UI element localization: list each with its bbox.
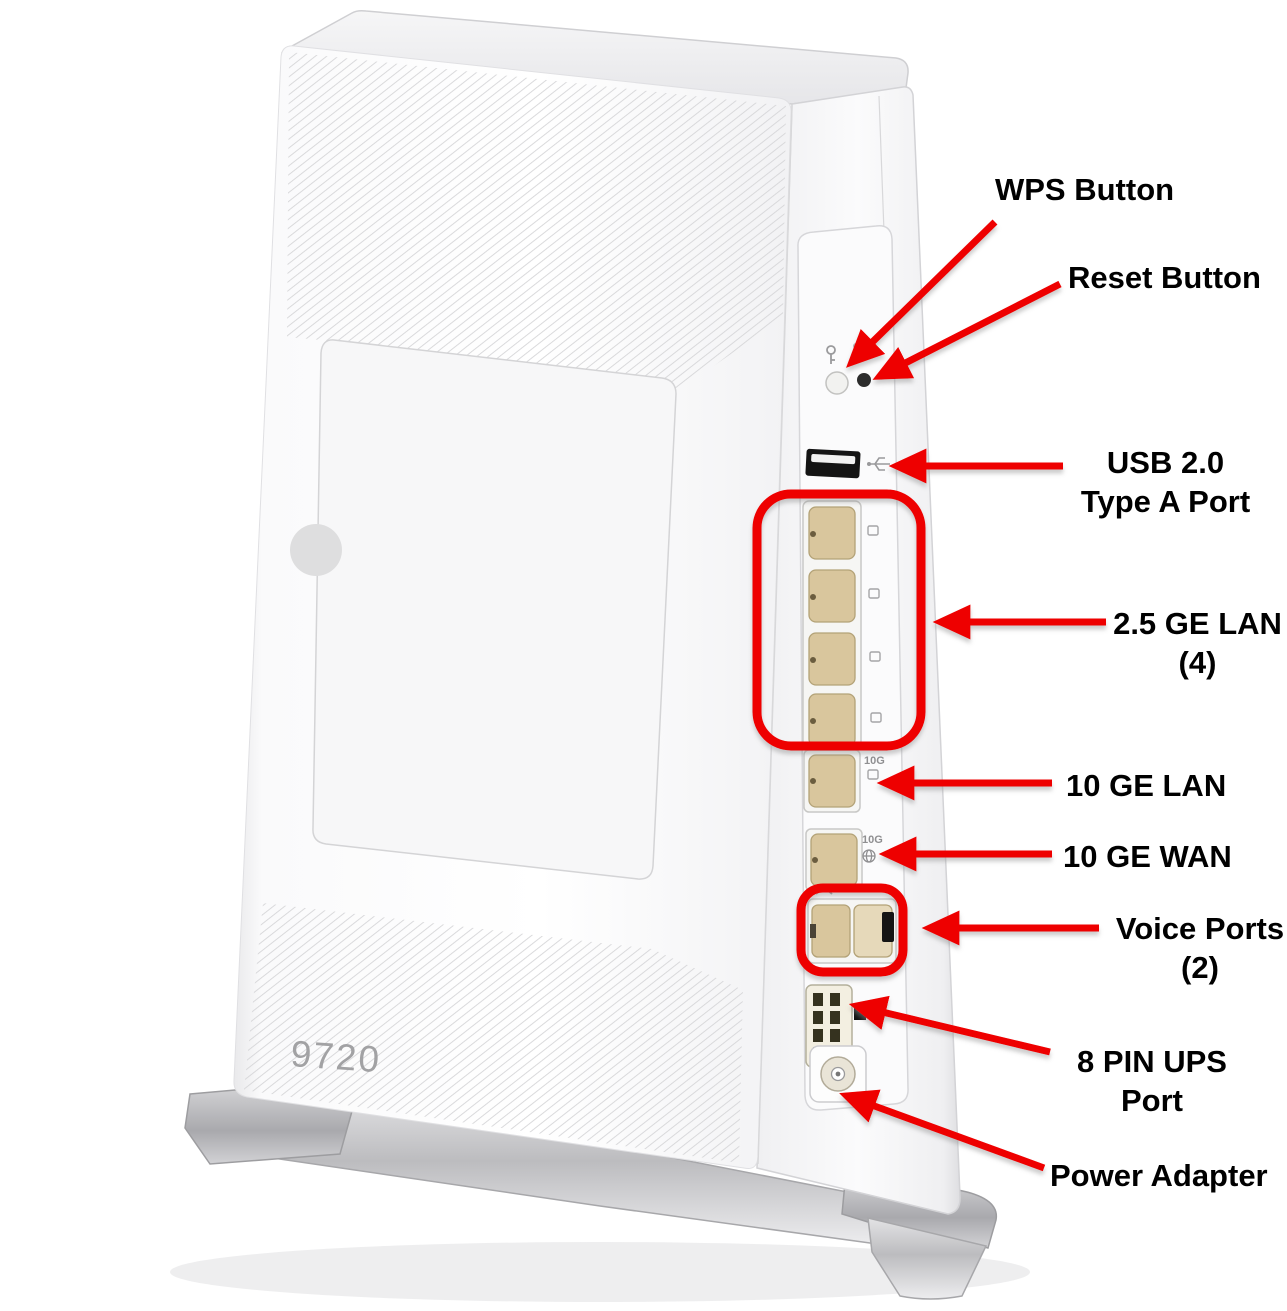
- reset-button: [857, 373, 871, 387]
- floor-shadow: [170, 1242, 1030, 1302]
- ups-label-line2: Port: [1121, 1083, 1183, 1118]
- lan-port-4: [808, 693, 856, 747]
- lan-port-icon-3: [869, 651, 881, 662]
- key-icon: [826, 345, 836, 364]
- usb-port: [805, 448, 861, 479]
- globe-icon: [862, 849, 876, 863]
- voice-label-line1: Voice Ports: [1115, 911, 1285, 946]
- power-jack: [809, 1045, 867, 1103]
- model-number-text: 9720: [289, 1033, 382, 1080]
- usb-label: USB 2.0 Type A Port: [1068, 443, 1263, 521]
- usb-label-line1: USB 2.0: [1106, 445, 1225, 480]
- lan-port-1: [808, 506, 856, 560]
- voice-port-1: [811, 904, 851, 958]
- wps-label: WPS Button: [995, 172, 1175, 207]
- lan25-label-line1: 2.5 GE LAN: [1113, 606, 1282, 641]
- voice-port-2-clip: [882, 912, 894, 942]
- lan25-label-line2: (4): [1178, 645, 1217, 680]
- voice-label-line2: (2): [1181, 950, 1219, 985]
- stand-front-foot: [867, 1217, 988, 1300]
- power-arrow: [839, 1089, 1046, 1172]
- front-side-edge: [757, 105, 793, 1165]
- wps-arrow: [845, 219, 998, 368]
- usb-label-line2: Type A Port: [1080, 484, 1251, 519]
- texture-top-hatch: [287, 52, 786, 392]
- ups-arrow: [848, 995, 1051, 1056]
- lan-port-3: [808, 632, 856, 686]
- lan-port-icon-1: [867, 525, 879, 536]
- tower-top-face: [280, 10, 909, 105]
- lan25-label: 2.5 GE LAN (4): [1105, 604, 1287, 682]
- lan-port-2: [808, 569, 856, 623]
- reset-arrow: [872, 280, 1062, 380]
- texture-bottom-hatch: [244, 903, 743, 1163]
- wps-button: [825, 371, 849, 395]
- reset-label: Reset Button: [1068, 260, 1261, 295]
- indicator-dot: [853, 343, 859, 349]
- ups-label-line1: 8 PIN UPS: [1077, 1044, 1227, 1079]
- lan-10ge-marking: 10G: [864, 755, 885, 767]
- side-corner-seam: [878, 95, 885, 233]
- ups-label: 8 PIN UPS Port: [1063, 1042, 1241, 1120]
- power-label: Power Adapter: [1050, 1158, 1268, 1193]
- wan-10ge-marking: 10G: [862, 834, 883, 846]
- voice-ports-highlight-box: [796, 883, 908, 977]
- usb-icon: [867, 457, 890, 471]
- door-notch: [290, 524, 342, 576]
- voice-label: Voice Ports (2): [1105, 909, 1287, 987]
- lan-port-icon-2: [868, 588, 880, 599]
- wan10-label: 10 GE WAN: [1063, 839, 1232, 874]
- lan-10ge-port: [808, 754, 856, 808]
- front-door-panel: [312, 339, 677, 880]
- lan-ports-highlight-box: [752, 489, 926, 751]
- lan-port-icon-4: [870, 712, 882, 723]
- lan10-label: 10 GE LAN: [1066, 768, 1227, 803]
